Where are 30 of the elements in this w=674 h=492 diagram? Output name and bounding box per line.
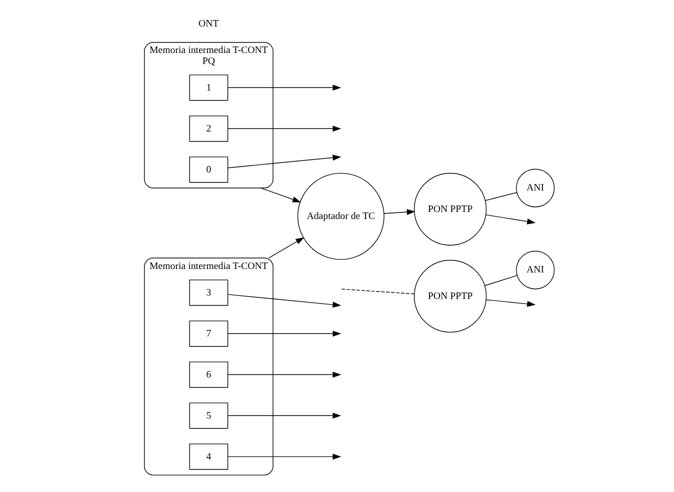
node-circle: PON PPTP (414, 260, 487, 333)
arrow (228, 330, 342, 337)
node-circle: Adaptador de TC (297, 172, 384, 260)
connector (484, 192, 518, 201)
arrow (268, 237, 304, 258)
node-box: 7 (189, 320, 228, 347)
node-circle: PON PPTP (414, 172, 487, 246)
arrow (486, 299, 536, 307)
label: ONT (198, 18, 219, 30)
arrow (228, 84, 342, 91)
node-box: 3 (189, 280, 228, 306)
arrow (228, 454, 342, 460)
arrow (228, 126, 342, 132)
connector (341, 288, 415, 294)
arrow (384, 209, 416, 215)
node-circle: ANI (516, 168, 555, 208)
arrow (228, 372, 342, 378)
node-box: 4 (189, 444, 228, 470)
arrow (260, 188, 302, 202)
arrow (485, 214, 536, 224)
arrow (228, 412, 342, 419)
node-box: 5 (189, 402, 228, 429)
node-box: 2 (189, 116, 228, 142)
node-box: 1 (189, 74, 228, 101)
connector (484, 275, 518, 286)
node-circle: ANI (516, 250, 555, 290)
node-box: 6 (189, 362, 228, 388)
arrow (228, 154, 342, 168)
arrow (228, 294, 342, 308)
node-box: 0 (189, 156, 228, 183)
